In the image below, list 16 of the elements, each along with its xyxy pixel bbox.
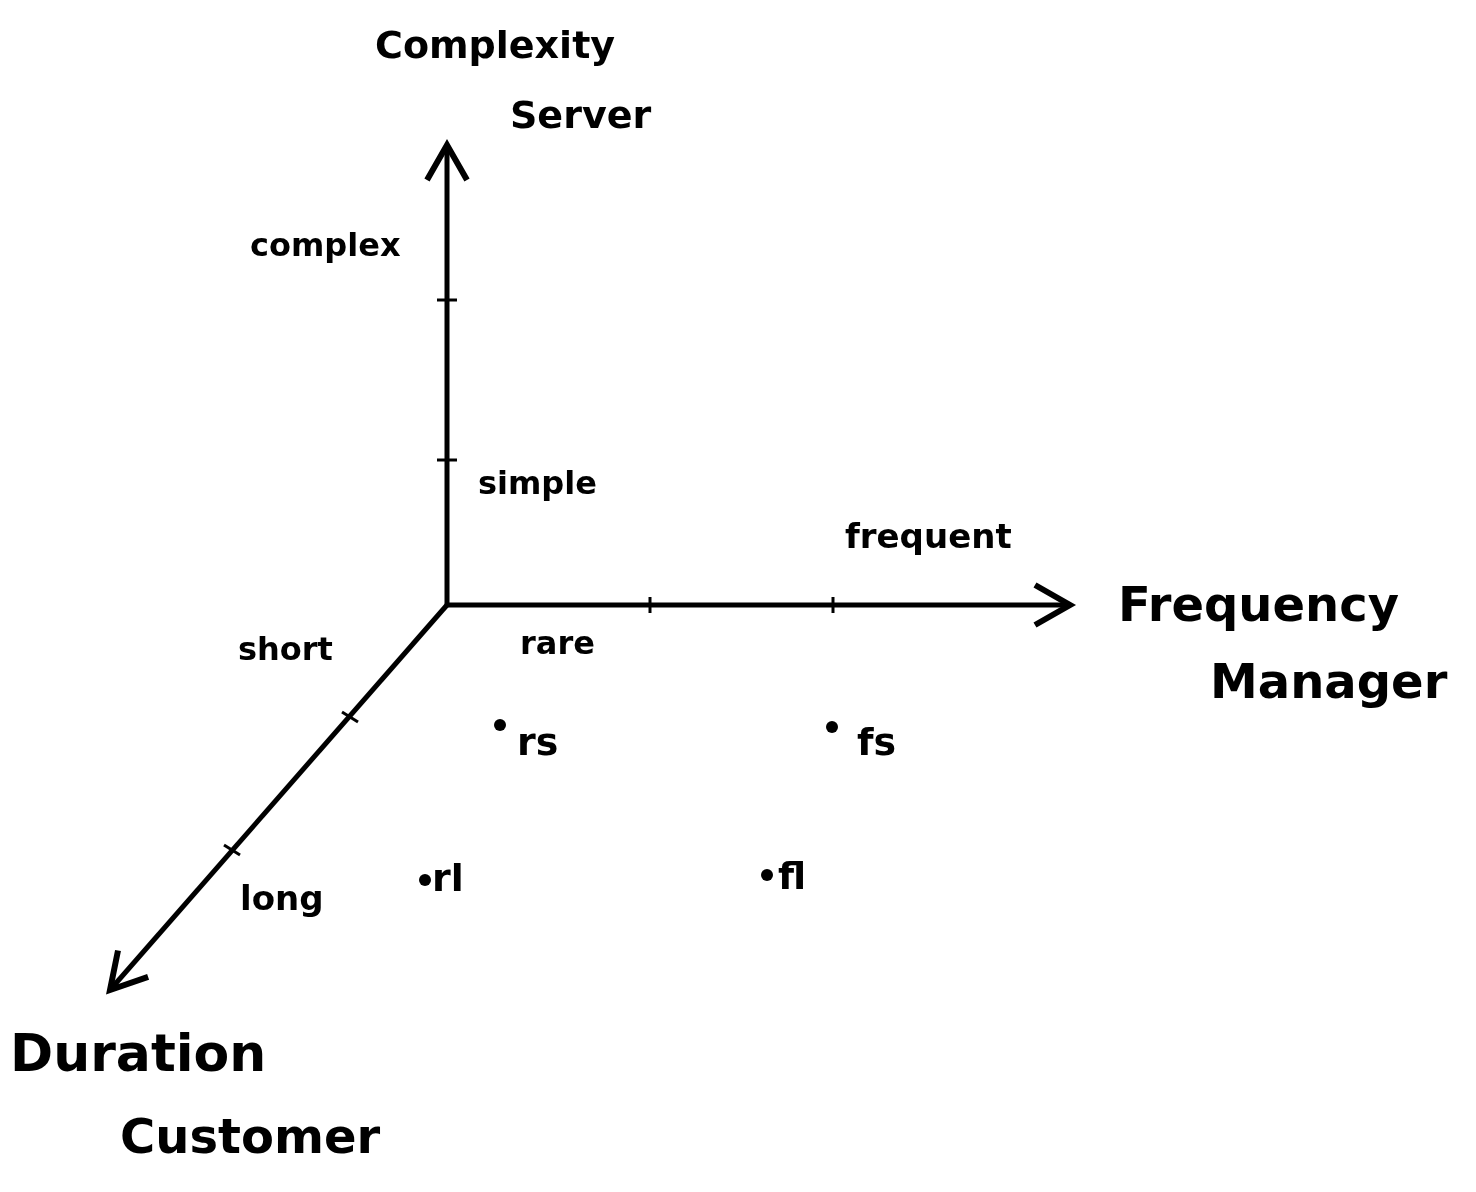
tick-label: rare <box>520 626 595 662</box>
tick-label: simple <box>478 466 597 502</box>
axis-title: Duration <box>10 1025 267 1083</box>
tick-label: frequent <box>845 518 1012 556</box>
point-label: fs <box>857 722 897 764</box>
axis-title: Customer <box>120 1110 381 1163</box>
tick-label: long <box>240 880 324 918</box>
axis-title: Manager <box>1210 655 1448 708</box>
axis-title: Complexity <box>375 25 616 67</box>
point-label: rs <box>517 722 559 764</box>
point-label: rl <box>432 858 464 900</box>
point-label: fl <box>778 856 807 898</box>
axis-title: Frequency <box>1118 578 1399 631</box>
tick-label: complex <box>250 228 401 264</box>
axis-title: Server <box>510 95 652 137</box>
tick-label: short <box>238 632 333 668</box>
